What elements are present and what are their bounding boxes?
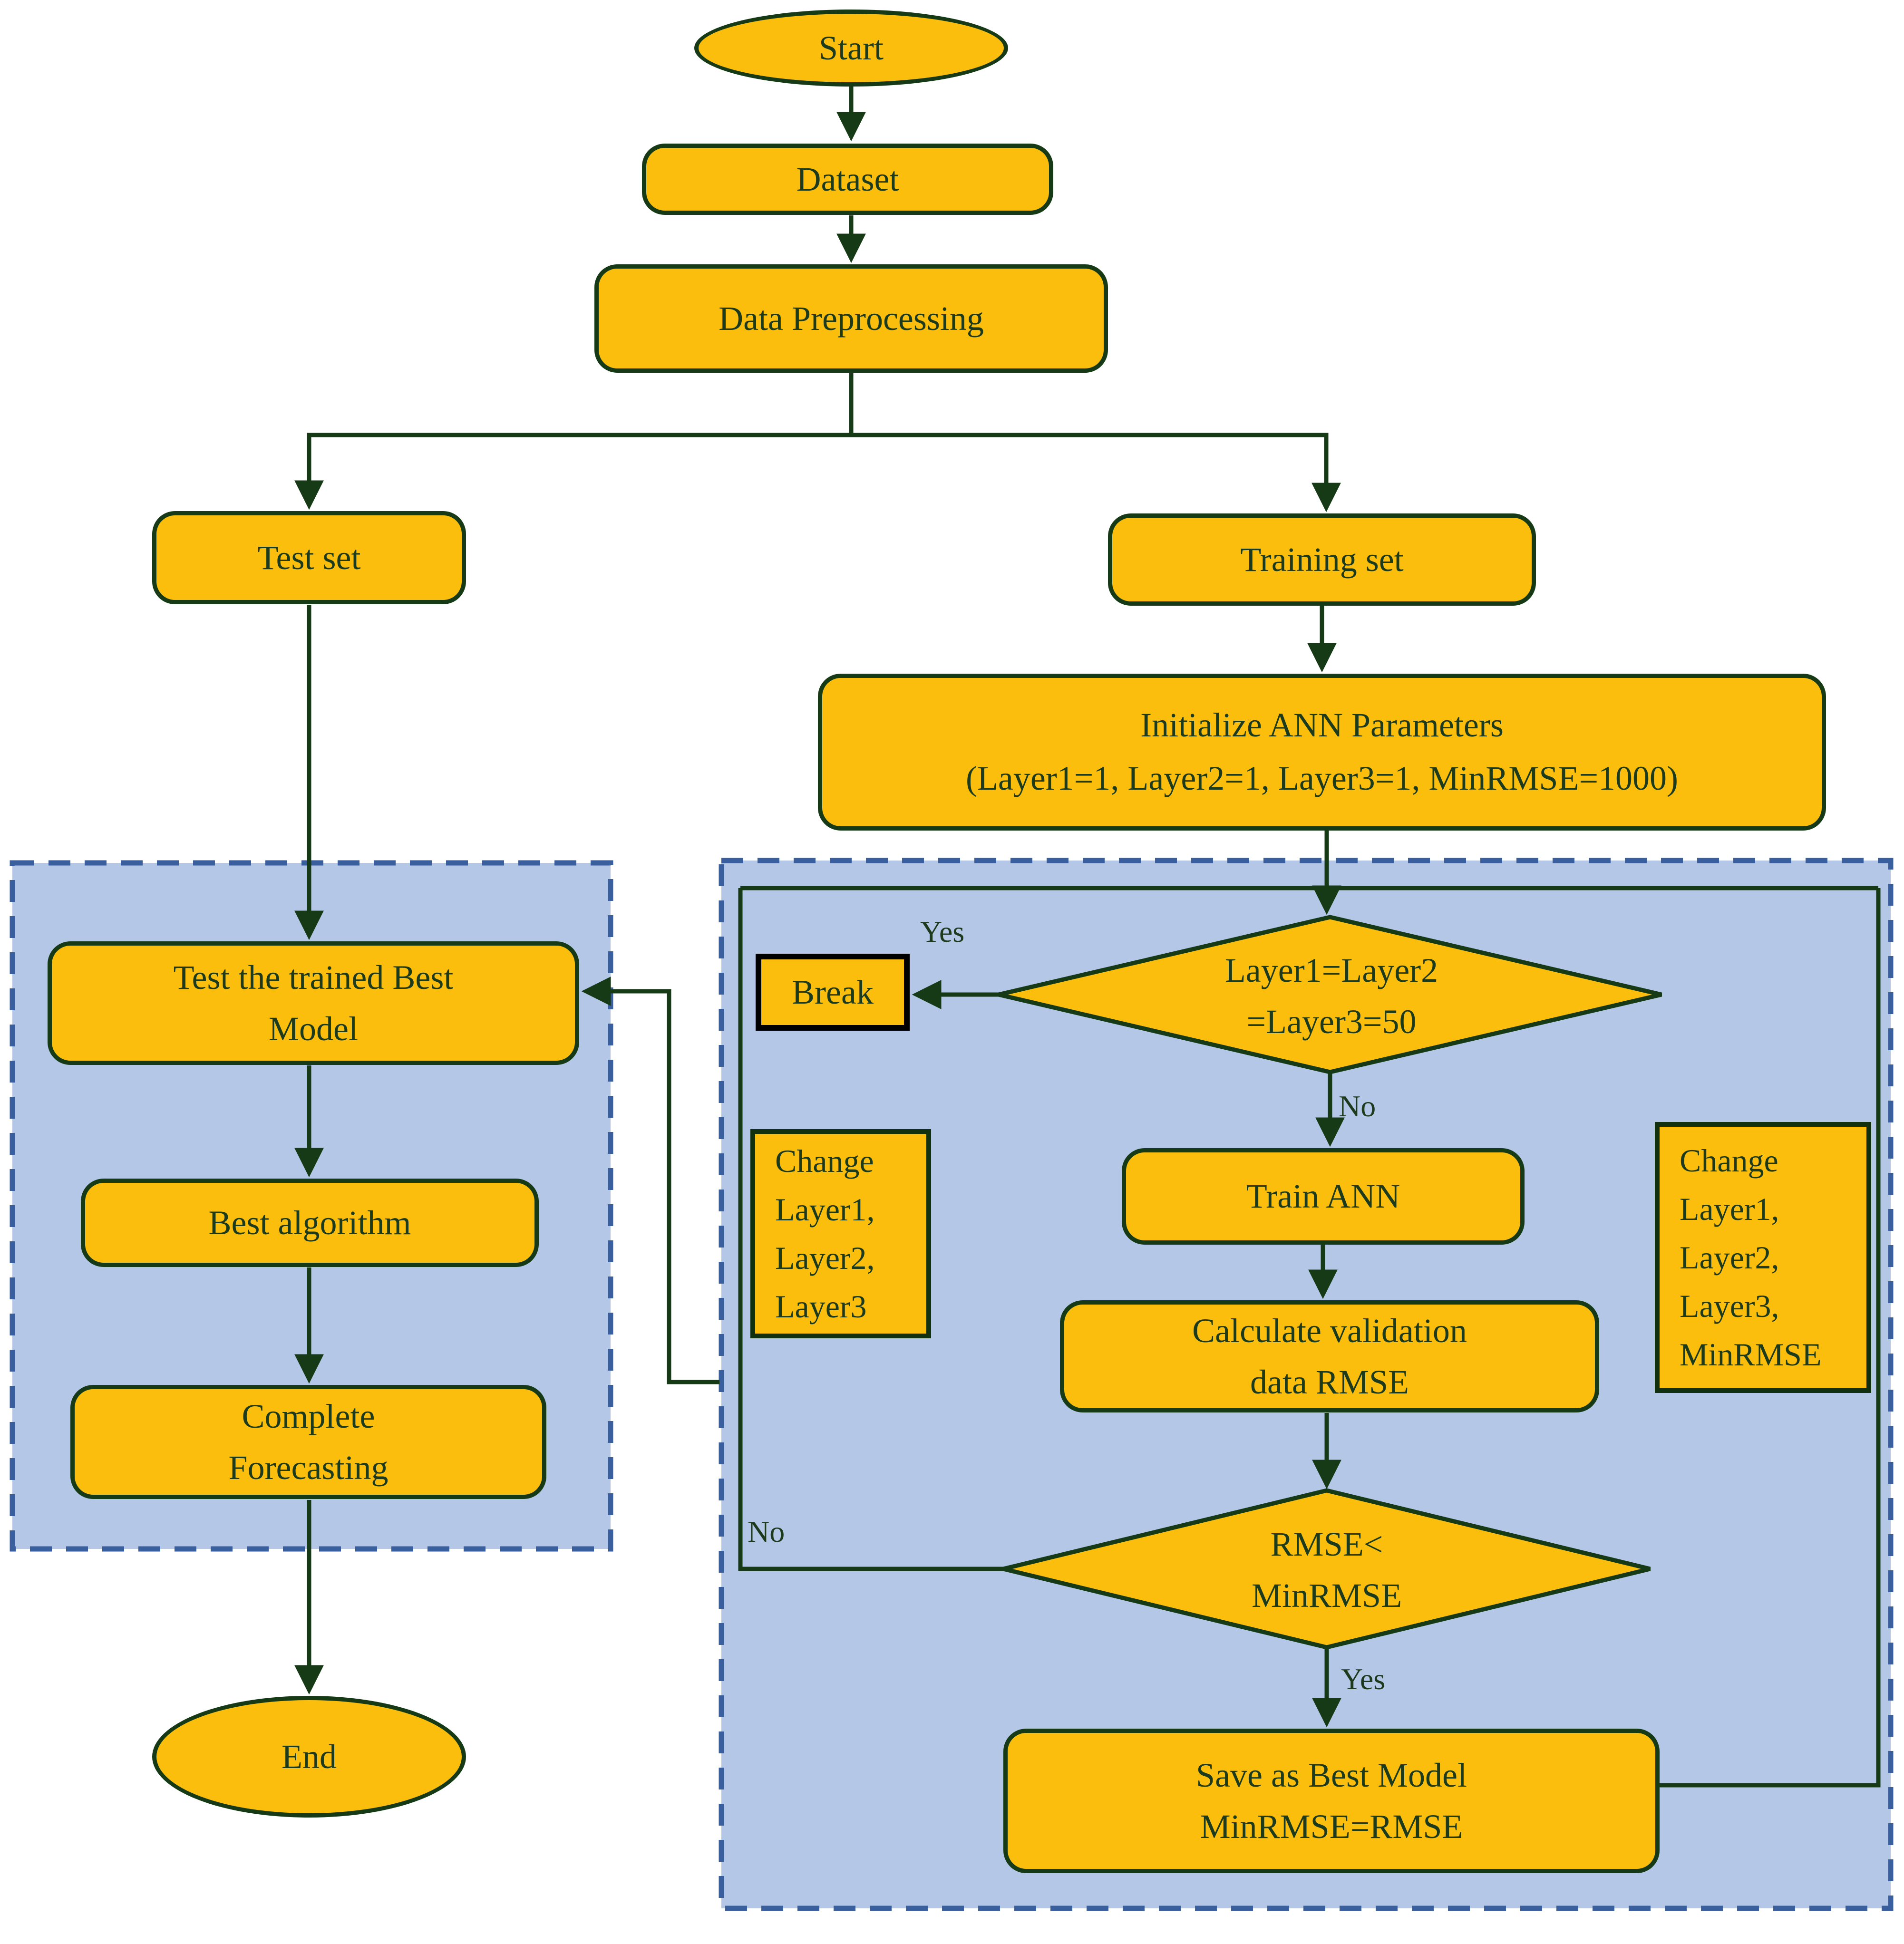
dataset-label: Dataset	[796, 160, 899, 198]
data-preprocessing-step: Data Preprocessing	[594, 264, 1108, 373]
change-right-line4: Layer3,	[1680, 1288, 1779, 1324]
decision-layers-diamond	[998, 915, 1662, 1074]
test-model-line2: Model	[269, 1010, 358, 1048]
training-set-label: Training set	[1240, 540, 1404, 579]
initialize-line1: Initialize ANN Parameters	[1140, 706, 1504, 745]
data-preprocessing-label: Data Preprocessing	[719, 299, 984, 338]
change-left-line1: Change	[775, 1143, 874, 1179]
decision-rmse-text: RMSE< MinRMSE	[1113, 1508, 1541, 1632]
calc-validation-rmse-step: Calculate validation data RMSE	[1060, 1300, 1599, 1412]
change-right-line5: MinRMSE	[1680, 1336, 1822, 1373]
decision-rmse-diamond	[1002, 1488, 1651, 1650]
no-label-rmse: No	[748, 1515, 785, 1548]
best-algorithm-label: Best algorithm	[208, 1203, 411, 1242]
loop-right-line	[1660, 888, 1881, 1788]
change-left-line3: Layer2,	[775, 1240, 875, 1276]
change-right-line3: Layer2,	[1680, 1239, 1779, 1276]
edge-split-test-set	[294, 433, 851, 510]
training-set-step: Training set	[1108, 513, 1536, 606]
complete-line1: Complete	[242, 1397, 375, 1435]
change-right-line1: Change	[1680, 1142, 1778, 1179]
break-step: Break	[756, 954, 910, 1031]
complete-line2: Forecasting	[228, 1449, 389, 1487]
best-algorithm-step: Best algorithm	[81, 1179, 539, 1267]
edge-split-training-set	[851, 433, 1341, 513]
yes-label-break: Yes	[920, 915, 965, 948]
save-best-model-step: Save as Best Model MinRMSE=RMSE	[1003, 1729, 1660, 1873]
start-terminator: Start	[694, 10, 1008, 87]
train-ann-step: Train ANN	[1122, 1148, 1525, 1245]
initialize-line2: (Layer1=1, Layer2=1, Layer3=1, MinRMSE=1…	[965, 759, 1679, 797]
test-set-step: Test set	[152, 511, 466, 604]
decision-rmse-line1: RMSE<	[1270, 1525, 1383, 1563]
start-label: Start	[819, 29, 884, 67]
edge-loop-exit-test-model	[581, 977, 719, 1384]
calc-rmse-line2: data RMSE	[1250, 1363, 1409, 1401]
test-model-line1: Test the trained Best	[173, 958, 454, 996]
save-model-line2: MinRMSE=RMSE	[1200, 1808, 1463, 1846]
complete-forecasting-step: Complete Forecasting	[70, 1385, 546, 1499]
test-set-label: Test set	[257, 538, 361, 577]
end-terminator: End	[152, 1696, 466, 1818]
train-ann-label: Train ANN	[1246, 1177, 1400, 1216]
decision-layers-text: Layer1=Layer2 =Layer3=50	[1094, 934, 1569, 1058]
break-label: Break	[792, 973, 874, 1011]
change-left-line2: Layer1,	[775, 1191, 875, 1228]
initialize-parameters-step: Initialize ANN Parameters (Layer1=1, Lay…	[818, 674, 1826, 831]
no-label-layers: No	[1339, 1089, 1376, 1123]
change-layers-right-note: Change Layer1, Layer2, Layer3, MinRMSE	[1655, 1122, 1871, 1393]
save-model-line1: Save as Best Model	[1196, 1756, 1467, 1794]
yes-label-rmse: Yes	[1341, 1662, 1386, 1696]
change-left-line4: Layer3	[775, 1288, 867, 1325]
calc-rmse-line1: Calculate validation	[1192, 1312, 1467, 1350]
decision-layers-line2: =Layer3=50	[1246, 1003, 1417, 1041]
decision-layers-line1: Layer1=Layer2	[1224, 951, 1438, 989]
loop-left-line	[738, 888, 1003, 1571]
change-layers-left-note: Change Layer1, Layer2, Layer3	[750, 1129, 931, 1338]
test-best-model-step: Test the trained Best Model	[48, 941, 579, 1065]
change-right-line2: Layer1,	[1680, 1191, 1779, 1227]
end-label: End	[282, 1737, 337, 1776]
decision-rmse-line2: MinRMSE	[1251, 1576, 1402, 1615]
dataset-step: Dataset	[642, 144, 1053, 215]
